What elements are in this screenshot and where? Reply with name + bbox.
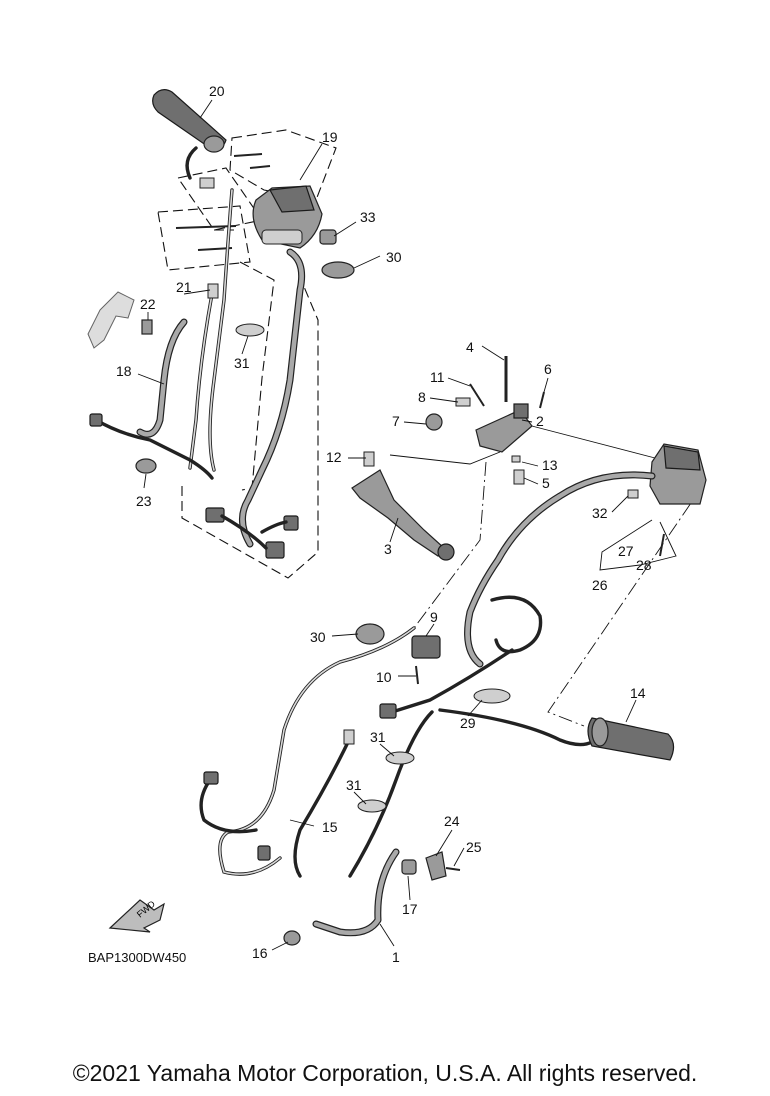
callout-17: 17: [402, 901, 418, 917]
callout-6: 6: [544, 361, 552, 377]
band-upper: [235, 323, 265, 337]
connector-lines: [389, 424, 705, 727]
callout-25: 25: [466, 839, 482, 855]
callout-5: 5: [542, 475, 550, 491]
callout-13: 13: [542, 457, 558, 473]
callout-21: 21: [176, 279, 192, 295]
right-switch-housing: [627, 443, 707, 557]
callout-32: 32: [592, 505, 608, 521]
callout-31-middle: 31: [370, 729, 386, 745]
left-wire-lead: [188, 283, 219, 470]
callout-33: 33: [360, 209, 376, 225]
callout-15: 15: [322, 819, 338, 835]
callout-24: 24: [444, 813, 460, 829]
callout-28: 28: [636, 557, 652, 573]
left-switch-harness: [185, 146, 306, 559]
callout-12: 12: [326, 449, 342, 465]
left-grip: [152, 89, 227, 153]
callout-4: 4: [466, 339, 474, 355]
callout-10: 10: [376, 669, 392, 685]
copyright-notice: ©2021 Yamaha Motor Corporation, U.S.A. A…: [72, 1060, 698, 1086]
main-wire-harness: [199, 626, 434, 878]
fwd-arrow: FWD: [108, 898, 165, 933]
callout-18: 18: [116, 363, 132, 379]
callout-29: 29: [460, 715, 476, 731]
callout-leaders: [137, 99, 637, 951]
lower-small-parts: [283, 851, 461, 946]
parts-diagram: FWD 20: [87, 83, 707, 965]
brake-switch: [411, 635, 441, 685]
callout-3: 3: [384, 541, 392, 557]
callout-2: 2: [536, 413, 544, 429]
callout-30-upper: 30: [386, 249, 402, 265]
callout-23: 23: [136, 493, 152, 509]
grip-end-parts: [319, 229, 355, 279]
callout-22: 22: [140, 296, 156, 312]
callout-27: 27: [618, 543, 634, 559]
callout-8: 8: [418, 389, 426, 405]
callout-numbers: 20 19 33 30 21 22 18 31 23 4 11 6 8 7 2 …: [116, 83, 652, 965]
callout-14: 14: [630, 685, 646, 701]
left-clamp: [135, 458, 157, 474]
callout-11: 11: [430, 369, 445, 385]
left-switch-housing: [252, 185, 323, 249]
right-switch-harness: [379, 471, 656, 719]
callout-9: 9: [430, 609, 438, 625]
callout-16: 16: [252, 945, 268, 961]
left-bracket: [87, 291, 153, 349]
brake-lever: [351, 469, 455, 561]
left-clutch-cable: [89, 318, 214, 480]
callout-31-lower: 31: [346, 777, 362, 793]
callout-19: 19: [322, 129, 338, 145]
brake-lever-assembly: [363, 356, 545, 485]
callout-30-lower: 30: [310, 629, 326, 645]
right-grip: [438, 708, 675, 761]
lower-cable: [312, 848, 400, 937]
callout-7: 7: [392, 413, 400, 429]
callout-31-upper: 31: [234, 355, 250, 371]
drawing-code: BAP1300DW450: [88, 950, 186, 965]
callout-26: 26: [592, 577, 608, 593]
callout-1: 1: [392, 949, 400, 965]
callout-20: 20: [209, 83, 225, 99]
lower-collars: [355, 623, 511, 704]
